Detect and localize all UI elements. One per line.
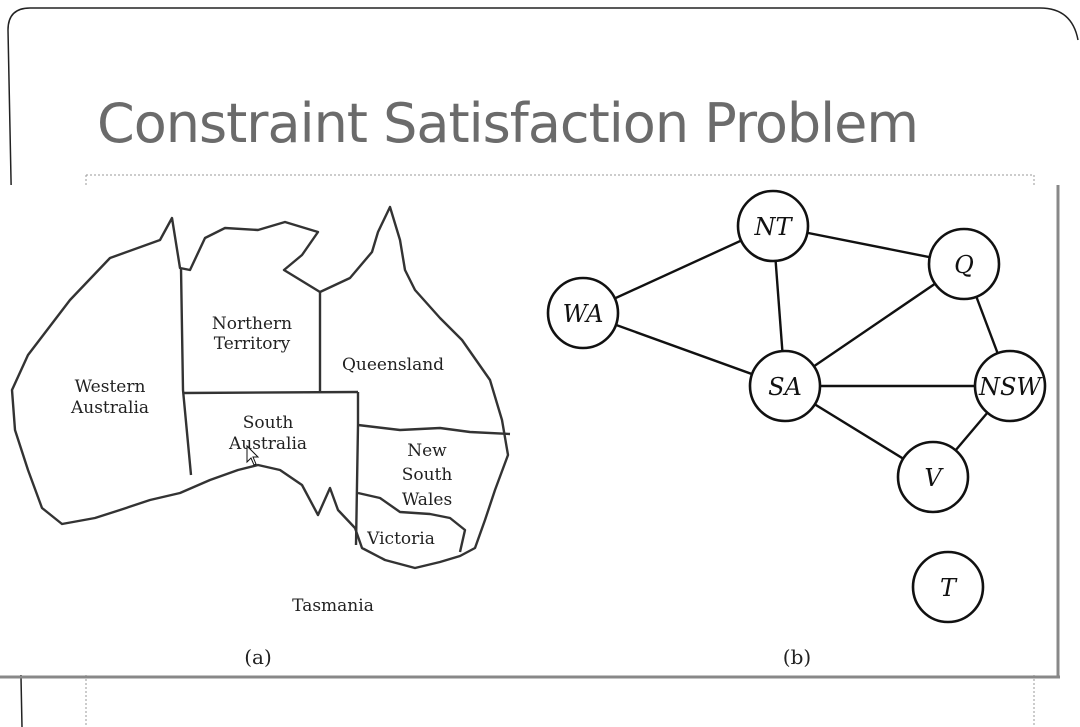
node-nt: NT xyxy=(736,189,810,263)
node-wa: WA xyxy=(546,276,620,350)
label-victoria: Victoria xyxy=(366,529,435,549)
label-northern-territory-1: Northern xyxy=(212,314,292,334)
label-new-south-wales-2: South xyxy=(402,465,453,485)
figure-background xyxy=(0,185,1058,675)
label-south-australia-1: South xyxy=(243,413,294,433)
node-label-v: V xyxy=(924,464,944,492)
node-q: Q xyxy=(927,227,1001,301)
caption-a: (a) xyxy=(244,645,272,669)
node-label-nt: NT xyxy=(753,213,793,241)
node-t: T xyxy=(911,550,985,624)
node-label-q: Q xyxy=(954,251,974,279)
mainland-outline xyxy=(10,205,510,570)
australia-map xyxy=(10,205,511,570)
map-labels: Western Australia Northern Territory Que… xyxy=(70,314,452,669)
node-label-sa: SA xyxy=(768,373,802,401)
node-label-nsw: NSW xyxy=(978,373,1043,401)
label-new-south-wales-1: New xyxy=(407,441,447,461)
node-label-t: T xyxy=(940,574,958,602)
slide-border xyxy=(7,7,1079,727)
border-nt-sa xyxy=(182,390,359,395)
node-v: V xyxy=(896,440,970,514)
label-south-australia-2: Australia xyxy=(228,434,307,454)
node-label-wa: WA xyxy=(563,300,604,328)
node-sa: SA xyxy=(748,349,822,423)
node-nsw: NSW xyxy=(973,349,1047,423)
label-queensland: Queensland xyxy=(342,355,444,375)
slide-title: Constraint Satisfaction Problem xyxy=(97,92,919,155)
caption-b: (b) xyxy=(783,645,811,669)
label-new-south-wales-3: Wales xyxy=(402,490,452,510)
mouse-cursor-icon xyxy=(246,444,260,466)
label-tasmania: Tasmania xyxy=(292,596,374,616)
border-q-nsw xyxy=(357,423,511,436)
constraint-graph: WA NT Q SA NSW V T (b) xyxy=(546,189,1047,669)
label-western-australia-1: Western xyxy=(75,377,146,397)
label-northern-territory-2: Territory xyxy=(214,334,291,354)
label-western-australia-2: Australia xyxy=(70,398,149,418)
border-wa xyxy=(179,267,193,476)
border-nsw-vic xyxy=(357,491,467,553)
figure-image: Western Australia Northern Territory Que… xyxy=(0,185,1060,679)
